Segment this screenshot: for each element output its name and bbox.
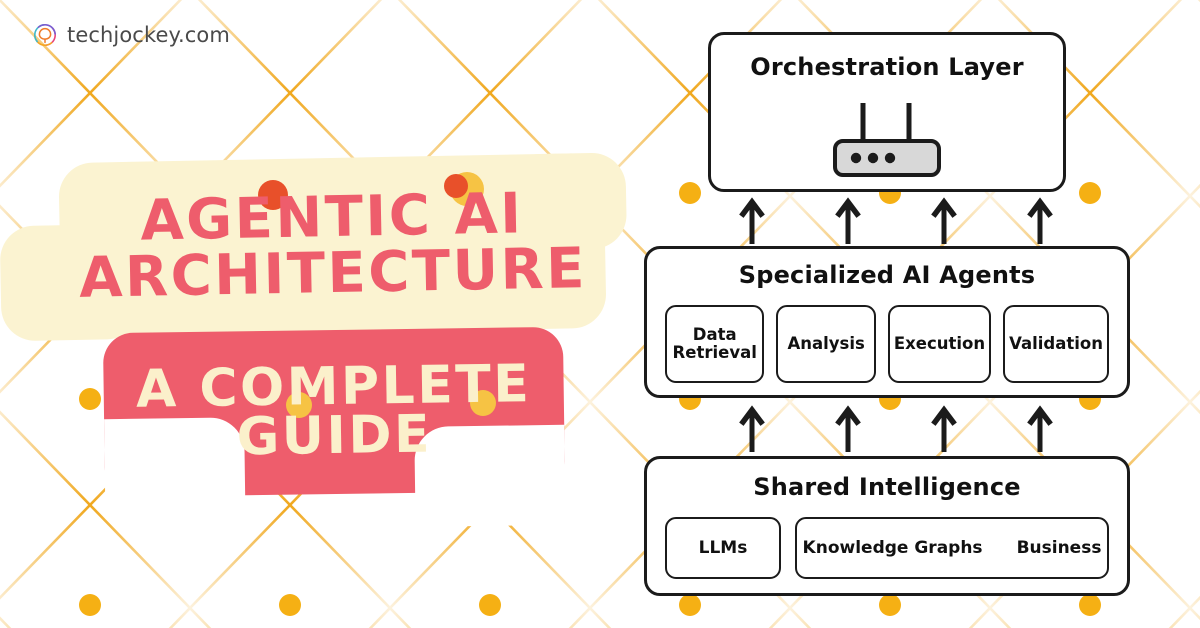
agent-cell-analysis[interactable]: Analysis (776, 305, 876, 383)
brand-name: techjockey.com (67, 23, 230, 47)
subtitle-accent-dot-1 (286, 392, 312, 418)
shared-cell-row: LLMs Knowledge Graphs Business (665, 517, 1109, 579)
subtitle-accent-dot-2 (470, 390, 496, 416)
arrows-shared-to-agents (739, 405, 1053, 452)
agent-cell-data-retrieval[interactable]: Data Retrieval (665, 305, 765, 383)
headline-line-2: ARCHITECTURE (78, 235, 588, 311)
headline-banner: AGENTIC AI ARCHITECTURE (58, 152, 607, 339)
shared-cell-knowledge-business[interactable]: Knowledge Graphs Business (795, 517, 1109, 579)
shared-intelligence-box[interactable]: Shared Intelligence LLMs Knowledge Graph… (644, 456, 1130, 596)
subtitle-banner: A COMPLETE GUIDE (102, 326, 566, 498)
router-hub-icon (833, 103, 941, 177)
headline-accent-dot-3 (444, 174, 468, 198)
brand-logo[interactable]: techjockey.com (32, 22, 230, 48)
agent-cell-execution[interactable]: Execution (887, 305, 992, 383)
shared-label-knowledge-graphs: Knowledge Graphs (802, 538, 983, 558)
agent-cell-row: Data Retrieval Analysis Execution Valida… (665, 305, 1109, 383)
specialized-agents-box[interactable]: Specialized AI Agents Data Retrieval Ana… (644, 246, 1130, 398)
shared-cell-llms[interactable]: LLMs (665, 517, 781, 579)
shared-label-business: Business (1016, 538, 1102, 558)
architecture-diagram: Orchestration Layer Specialized AI Agent… (630, 18, 1175, 610)
specialized-agents-title: Specialized AI Agents (738, 261, 1036, 289)
orchestration-layer-title: Orchestration Layer (750, 53, 1024, 81)
shared-intelligence-title: Shared Intelligence (753, 473, 1021, 501)
orchestration-layer-box[interactable]: Orchestration Layer (708, 32, 1066, 192)
headline-accent-dot-1 (258, 180, 288, 210)
arrows-agents-to-orchestration (739, 197, 1053, 244)
agent-cell-validation[interactable]: Validation (1003, 305, 1109, 383)
subtitle-line-2: GUIDE (236, 404, 433, 468)
techjockey-logo-icon (34, 24, 56, 46)
